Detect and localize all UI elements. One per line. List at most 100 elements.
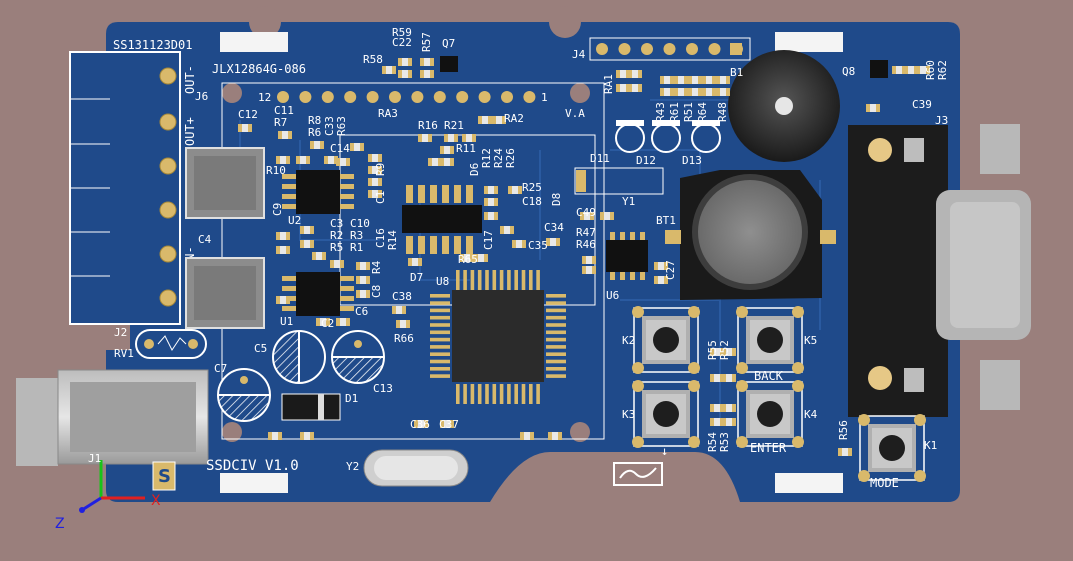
tactile-button-k4[interactable] bbox=[736, 380, 804, 448]
ref-C17: C17 bbox=[482, 230, 495, 250]
ref-R62: R62 bbox=[936, 60, 949, 80]
header-j4[interactable] bbox=[589, 37, 751, 61]
board-code: SS131123D01 bbox=[113, 38, 192, 52]
ref-R56: R56 bbox=[837, 420, 850, 440]
va-label: V.A bbox=[565, 107, 585, 120]
battery-bt1 bbox=[665, 170, 836, 300]
trimpot-rv1[interactable] bbox=[135, 329, 207, 359]
logo-mark bbox=[613, 462, 663, 486]
mount-notch bbox=[570, 422, 590, 442]
led-d12 bbox=[651, 120, 681, 153]
ref-C3: C3 bbox=[330, 217, 343, 230]
lcd-header-pads bbox=[277, 91, 536, 103]
silk-block bbox=[220, 32, 288, 52]
ref-D7: D7 bbox=[410, 271, 423, 284]
mount-notch bbox=[222, 422, 242, 442]
ref-K3: K3 bbox=[622, 408, 635, 421]
lcd-pin-12: 12 bbox=[258, 91, 271, 104]
ref-D8: D8 bbox=[550, 193, 563, 206]
ref-Y2: Y2 bbox=[346, 460, 359, 473]
ref-R2: R2 bbox=[330, 229, 343, 242]
axis-indicator bbox=[79, 460, 145, 513]
mount-notch bbox=[249, 6, 281, 38]
ref-C39: C39 bbox=[912, 98, 932, 111]
ref-C33: C33 bbox=[323, 116, 336, 136]
ref-C14: C14 bbox=[330, 142, 350, 155]
ref-D13: D13 bbox=[682, 154, 702, 167]
ref-Q7: Q7 bbox=[442, 37, 455, 50]
mcu-u8 bbox=[430, 270, 566, 404]
ref-C9: C9 bbox=[271, 203, 284, 216]
ref-R64: R64 bbox=[696, 102, 709, 122]
logo-s bbox=[152, 461, 176, 491]
j6-pin-out-minus: OUT- bbox=[183, 65, 197, 94]
ref-C5: C5 bbox=[254, 342, 267, 355]
ref-C11: C11 bbox=[274, 104, 294, 117]
ref-Y1: Y1 bbox=[622, 195, 635, 208]
silk-block bbox=[775, 32, 843, 52]
mount-notch bbox=[222, 83, 242, 103]
ref-R11: R11 bbox=[456, 142, 476, 155]
ref-R4: R4 bbox=[370, 260, 383, 274]
cap-c6 bbox=[331, 330, 385, 384]
ref-C16: C16 bbox=[374, 228, 387, 248]
ref-C27: C27 bbox=[664, 260, 677, 280]
ref-R63: R63 bbox=[335, 116, 348, 136]
ref-K1: K1 bbox=[924, 439, 937, 452]
ic-u2 bbox=[282, 170, 354, 214]
ref-RV1: RV1 bbox=[114, 347, 134, 360]
ref-D1: D1 bbox=[345, 392, 358, 405]
tactile-button-k1[interactable] bbox=[858, 414, 926, 482]
ref-RA1: RA1 bbox=[602, 74, 615, 94]
tactile-button-k2[interactable] bbox=[632, 306, 700, 374]
ref-R12: R12 bbox=[480, 148, 493, 168]
ref-R46: R46 bbox=[576, 238, 596, 251]
ref-RA2: RA2 bbox=[504, 112, 524, 125]
db9-connector-j3[interactable] bbox=[848, 124, 1031, 417]
ref-R8: R8 bbox=[308, 114, 321, 127]
ref-K4: K4 bbox=[804, 408, 818, 421]
ref-RA3: RA3 bbox=[378, 107, 398, 120]
ref-R3: R3 bbox=[350, 229, 363, 242]
ref-R24: R24 bbox=[492, 148, 505, 168]
ref-R1: R1 bbox=[350, 241, 363, 254]
axis-x-label: X bbox=[151, 493, 161, 509]
ref-R47: R47 bbox=[576, 226, 596, 239]
ref-R65: R65 bbox=[458, 253, 478, 266]
led-d11 bbox=[615, 120, 645, 153]
ref-J4: J4 bbox=[572, 48, 586, 61]
ref-BT1: BT1 bbox=[656, 214, 676, 227]
ref-K5: K5 bbox=[804, 334, 817, 347]
ref-U8: U8 bbox=[436, 275, 449, 288]
ref-Q8: Q8 bbox=[842, 65, 855, 78]
dc-jack-j1[interactable] bbox=[16, 369, 209, 466]
ref-R21: R21 bbox=[444, 119, 464, 132]
lcd-pin-1: 1 bbox=[541, 91, 548, 104]
tactile-button-k3[interactable] bbox=[632, 380, 700, 448]
tactile-button-k5[interactable] bbox=[736, 306, 804, 374]
ref-C13: C13 bbox=[373, 382, 393, 395]
cap-c7 bbox=[217, 368, 271, 422]
ref-C37: C37 bbox=[439, 418, 459, 431]
ref-C18: C18 bbox=[522, 195, 542, 208]
ref-R43: R43 bbox=[654, 102, 667, 122]
led-d13 bbox=[691, 120, 721, 153]
ref-R61: R61 bbox=[668, 102, 681, 122]
transistor-q7 bbox=[440, 56, 458, 72]
ref-R55: R55 bbox=[706, 340, 719, 360]
ic-soic bbox=[402, 185, 482, 254]
ref-R53: R53 bbox=[718, 432, 731, 452]
ref-R59: R59 bbox=[392, 26, 412, 39]
ref-U1: U1 bbox=[280, 315, 293, 328]
ref-C8: C8 bbox=[370, 285, 383, 298]
ref-C34: C34 bbox=[544, 221, 564, 234]
ref-R57: R57 bbox=[420, 32, 433, 52]
svg-text:S: S bbox=[158, 466, 171, 487]
j6-pin-out-plus: OUT+ bbox=[183, 117, 197, 146]
ref-C7: C7 bbox=[214, 362, 227, 375]
ref-R26: R26 bbox=[504, 148, 517, 168]
ref-R14: R14 bbox=[386, 230, 399, 250]
ref-B1: B1 bbox=[730, 66, 743, 79]
ref-C38: C38 bbox=[392, 290, 412, 303]
